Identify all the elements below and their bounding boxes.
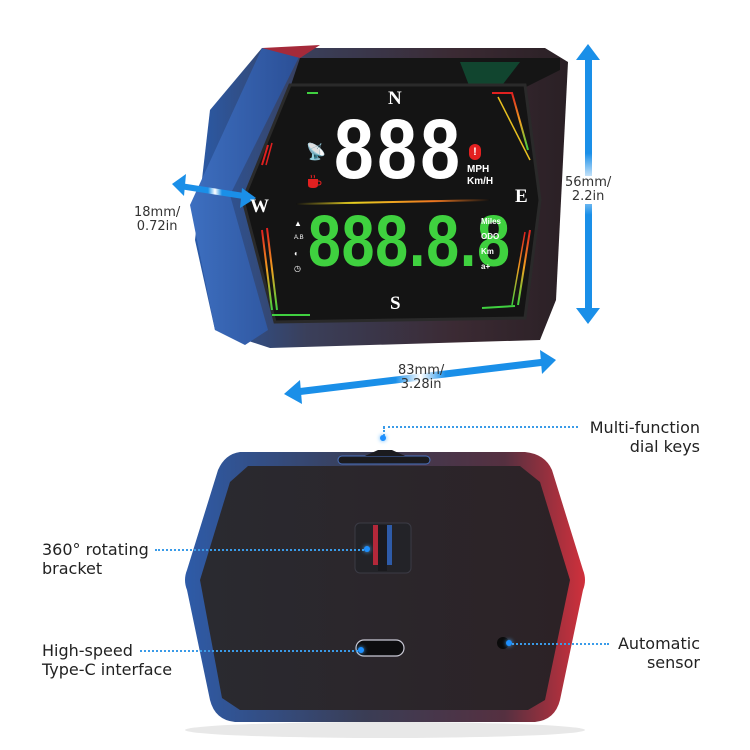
sensor-callout-line: [509, 643, 609, 645]
unit-odo: ODO: [481, 232, 500, 241]
rotating-bracket: [354, 522, 412, 574]
left-gauge-lines: [261, 142, 310, 316]
compass-east: E: [515, 186, 528, 207]
unit-a-plus: a+: [481, 262, 491, 271]
compass-north: N: [388, 88, 402, 109]
hud-device-front-view: [172, 44, 600, 404]
speedometer-icon: ◐: [294, 249, 299, 258]
dial-keys-callout-line-h: [383, 426, 578, 428]
compass-south: S: [390, 293, 401, 314]
usb-c-port: [355, 639, 405, 657]
sensor-dot: [506, 640, 512, 646]
typec-callout: High-speed Type-C interface: [42, 641, 173, 679]
dial-keys-callout-line-v: [383, 427, 385, 439]
ab-trip-icon: A.B: [294, 235, 304, 241]
unit-miles: Miles: [481, 217, 502, 226]
depth-arrow: [172, 174, 256, 208]
depth-dimension-label: 18mm/ 0.72in: [134, 205, 181, 234]
dial-keys-dot: [380, 435, 386, 441]
unit-mph: MPH: [467, 164, 490, 175]
compass-west: W: [250, 196, 269, 217]
width-dimension-label: 83mm/ 3.28in: [398, 363, 445, 392]
odometer-readout: 888.8.8: [308, 202, 511, 282]
bracket-callout-line: [155, 549, 367, 551]
bracket-dot: [364, 546, 370, 552]
odo-left-icons: ▲ A.B ◐ ◷: [294, 216, 304, 276]
dial-keys-callout: Multi-function dial keys: [589, 418, 700, 456]
sensor-callout: Automatic sensor: [617, 634, 700, 672]
unit-km: Km: [481, 247, 494, 256]
odo-units: Miles ODO Km a+: [481, 214, 501, 274]
right-gauge-lines: [307, 92, 531, 309]
satellite-icon: 📡: [306, 144, 326, 161]
typec-callout-line: [140, 650, 362, 652]
warning-icon: !: [469, 144, 481, 160]
speed-units: MPH Km/H: [467, 164, 493, 188]
mountain-altitude-icon: ▲: [294, 219, 302, 228]
unit-kmh: Km/H: [467, 176, 494, 187]
coffee-cup-icon: [306, 174, 322, 188]
speed-readout: 888: [334, 102, 464, 196]
height-dimension-label: 56mm/ 2.2in: [565, 175, 612, 204]
clock-icon: ◷: [294, 264, 301, 273]
typec-dot: [358, 647, 364, 653]
hud-device-back-view: [185, 450, 585, 738]
bracket-callout: 360° rotating bracket: [42, 540, 149, 578]
width-arrow: [284, 350, 556, 404]
